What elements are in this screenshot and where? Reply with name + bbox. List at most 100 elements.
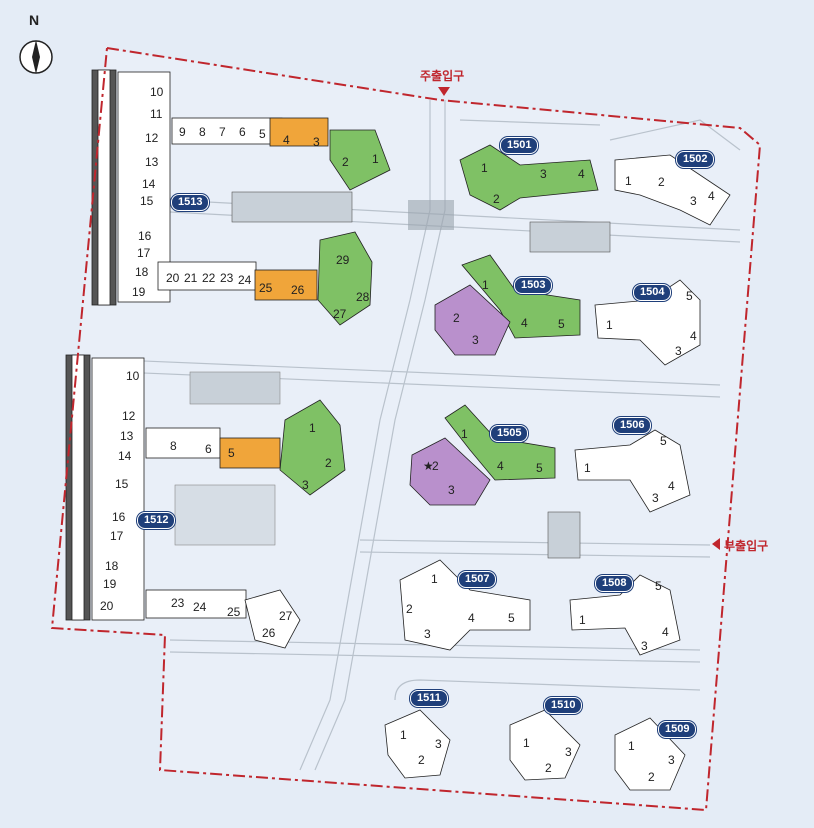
- svg-text:10: 10: [126, 369, 140, 383]
- svg-text:3: 3: [424, 627, 431, 641]
- svg-text:1: 1: [431, 572, 438, 586]
- site-boundary: [50, 46, 762, 812]
- svg-text:27: 27: [279, 609, 293, 623]
- building-1503-purple-shape: [434, 284, 511, 356]
- svg-text:24: 24: [238, 273, 252, 287]
- svg-text:17: 17: [137, 246, 151, 260]
- svg-text:3: 3: [668, 753, 675, 767]
- badge-1511[interactable]: 1511: [410, 690, 448, 707]
- svg-text:4: 4: [283, 133, 290, 147]
- svg-text:2: 2: [418, 753, 425, 767]
- badge-1505[interactable]: 1505: [490, 425, 529, 442]
- svg-text:8: 8: [199, 125, 206, 139]
- badge-1508[interactable]: 1508: [595, 575, 634, 592]
- badge-1506[interactable]: 1506: [613, 417, 652, 434]
- parking-1512: [174, 484, 276, 546]
- svg-text:3: 3: [472, 333, 479, 347]
- svg-text:2: 2: [432, 459, 439, 473]
- svg-text:18: 18: [135, 265, 149, 279]
- svg-text:4: 4: [521, 316, 528, 330]
- building-1501-shape: [459, 144, 599, 211]
- svg-text:7: 7: [219, 125, 226, 139]
- building-1513-row-top: [171, 117, 391, 191]
- svg-text:5: 5: [259, 127, 266, 141]
- road-network: [119, 100, 741, 771]
- svg-text:5: 5: [655, 579, 662, 593]
- parking-1513: [231, 191, 353, 223]
- badge-1502[interactable]: 1502: [676, 151, 715, 168]
- svg-text:14: 14: [118, 449, 132, 463]
- svg-text:1: 1: [625, 174, 632, 188]
- svg-text:28: 28: [356, 290, 370, 304]
- svg-text:25: 25: [259, 281, 273, 295]
- svg-text:2: 2: [453, 311, 460, 325]
- main-gate-triangle-icon: [438, 87, 450, 96]
- svg-text:6: 6: [205, 442, 212, 456]
- svg-text:2: 2: [406, 602, 413, 616]
- svg-text:5: 5: [508, 611, 515, 625]
- plaza: [408, 200, 454, 230]
- svg-text:13: 13: [120, 429, 134, 443]
- svg-text:2: 2: [658, 175, 665, 189]
- main-gate-label: 주출입구: [420, 69, 465, 83]
- svg-text:3: 3: [302, 478, 309, 492]
- svg-text:24: 24: [193, 600, 207, 614]
- mid-parking: [189, 371, 281, 405]
- svg-text:4: 4: [468, 611, 475, 625]
- svg-text:1: 1: [481, 161, 488, 175]
- svg-text:22: 22: [202, 271, 216, 285]
- legend-marker-star: ★: [423, 459, 434, 473]
- svg-text:5: 5: [660, 434, 667, 448]
- building-1512-row-top: [145, 399, 346, 496]
- svg-text:23: 23: [171, 596, 185, 610]
- svg-text:4: 4: [578, 167, 585, 181]
- building-1505-purple-shape: [409, 437, 491, 506]
- svg-text:1: 1: [309, 421, 316, 435]
- parking-1503: [529, 221, 611, 253]
- sports-court: [547, 511, 581, 559]
- svg-text:2: 2: [648, 770, 655, 784]
- badge-1513[interactable]: 1513: [171, 194, 210, 211]
- svg-text:3: 3: [690, 194, 697, 208]
- svg-text:26: 26: [291, 283, 305, 297]
- svg-text:1: 1: [461, 427, 468, 441]
- svg-text:23: 23: [220, 271, 234, 285]
- badge-1504[interactable]: 1504: [633, 284, 672, 301]
- svg-text:2: 2: [325, 456, 332, 470]
- svg-text:14: 14: [142, 177, 156, 191]
- svg-text:1: 1: [482, 278, 489, 292]
- badge-1510[interactable]: 1510: [544, 697, 583, 714]
- svg-text:2: 2: [342, 155, 349, 169]
- svg-text:10: 10: [150, 85, 164, 99]
- svg-text:1: 1: [628, 739, 635, 753]
- svg-text:21: 21: [184, 271, 198, 285]
- svg-text:8: 8: [170, 439, 177, 453]
- svg-text:5: 5: [558, 317, 565, 331]
- building-1505-green-shape: [444, 404, 556, 481]
- long-building-south: [65, 354, 145, 621]
- svg-text:12: 12: [122, 409, 136, 423]
- svg-text:3: 3: [641, 639, 648, 653]
- svg-text:3: 3: [448, 483, 455, 497]
- badge-1509[interactable]: 1509: [658, 721, 697, 738]
- svg-text:1: 1: [584, 461, 591, 475]
- svg-text:3: 3: [435, 737, 442, 751]
- svg-text:20: 20: [166, 271, 180, 285]
- svg-text:5: 5: [228, 446, 235, 460]
- svg-text:4: 4: [497, 459, 504, 473]
- svg-text:15: 15: [140, 194, 154, 208]
- svg-text:3: 3: [540, 167, 547, 181]
- badge-1503[interactable]: 1503: [514, 277, 553, 294]
- white-towers: [384, 154, 731, 791]
- badge-1501[interactable]: 1501: [500, 137, 539, 154]
- svg-text:3: 3: [313, 135, 320, 149]
- badge-1512[interactable]: 1512: [137, 512, 176, 529]
- badge-1507[interactable]: 1507: [458, 571, 497, 588]
- svg-text:3: 3: [652, 491, 659, 505]
- svg-text:16: 16: [112, 510, 126, 524]
- compass-north-label: N: [29, 12, 40, 28]
- side-gate-triangle-icon: [712, 538, 720, 550]
- svg-text:5: 5: [686, 289, 693, 303]
- svg-text:1: 1: [579, 613, 586, 627]
